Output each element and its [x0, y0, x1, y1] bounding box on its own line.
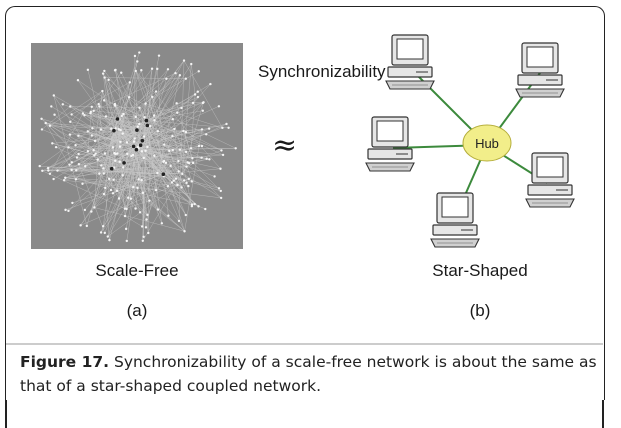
frame-left-edge — [5, 400, 7, 428]
scale-free-label: Scale-Free — [95, 261, 179, 280]
star-shaped-network-diagram: Hub — [365, 34, 575, 248]
hub-node: Hub — [462, 124, 512, 162]
caption-divider — [6, 343, 603, 345]
figure-number: Figure 17. — [20, 353, 110, 371]
panel-b-label: (b) — [469, 301, 491, 320]
frame-right-edge — [602, 400, 604, 428]
approx-equal-symbol: ≈ — [272, 128, 298, 163]
star-shaped-label: Star-Shaped — [432, 261, 528, 280]
computer-top-right-icon — [515, 42, 565, 98]
computer-right-icon — [525, 152, 575, 208]
panel-a-label: (a) — [126, 301, 148, 320]
caption-text: Synchronizability of a scale-free networ… — [20, 353, 597, 395]
scale-free-network-image — [31, 43, 243, 249]
synchronizability-label: Synchronizability — [258, 62, 386, 81]
frame-cutoff — [0, 400, 621, 428]
computer-bottom-icon — [430, 192, 480, 248]
computer-left-icon — [365, 116, 415, 172]
computer-top-left-icon — [385, 34, 435, 90]
figure-caption: Figure 17. Synchronizability of a scale-… — [20, 350, 600, 398]
figure-frame — [5, 6, 605, 425]
hub-label: Hub — [475, 136, 499, 151]
